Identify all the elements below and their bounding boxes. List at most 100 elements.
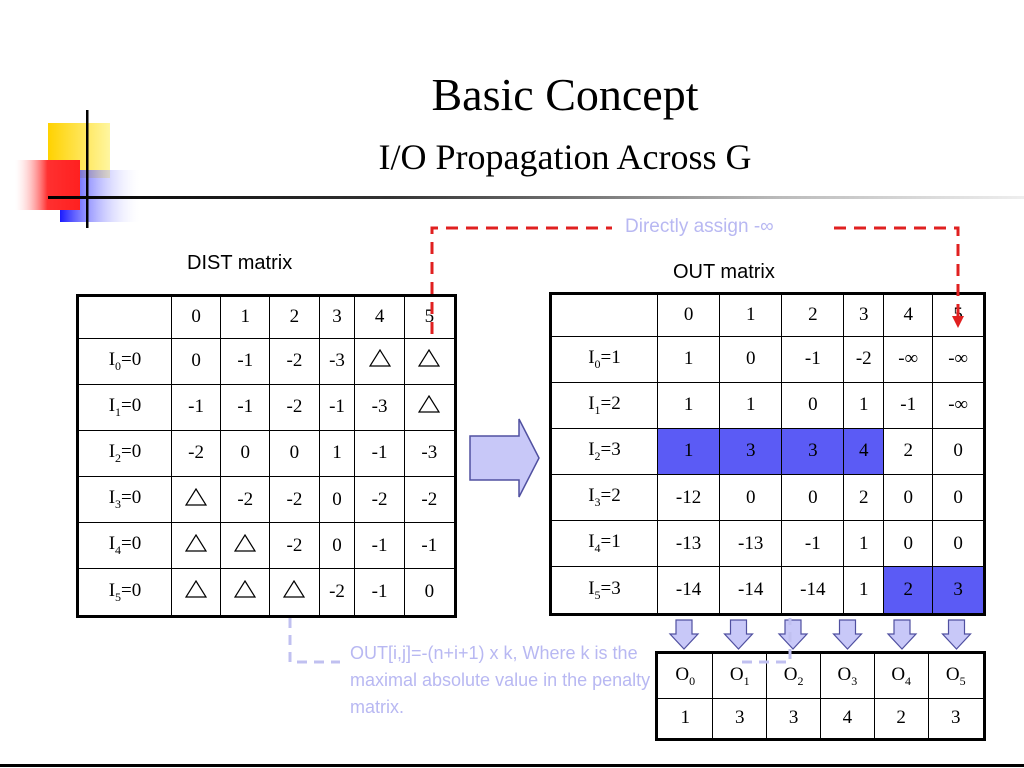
dist-cell: -2 — [220, 475, 271, 524]
slide-bottom-border — [0, 764, 1024, 767]
out-row-label: I4=1 — [550, 520, 658, 568]
out-cell: 0 — [932, 427, 985, 475]
output-value-cell: 4 — [819, 697, 875, 741]
down-arrow — [723, 619, 754, 650]
output-value-cell: 3 — [766, 697, 821, 741]
dist-cell: -1 — [354, 568, 405, 617]
dist-column-header: 0 — [170, 295, 222, 339]
down-arrow — [777, 619, 809, 650]
lavender-dashed-bracket — [288, 618, 792, 664]
dist-row: I4=0△△-20-1-1 — [77, 522, 457, 570]
out-row-label: I5=3 — [550, 566, 658, 615]
dist-matrix-label: DIST matrix — [187, 252, 293, 274]
out-cell: 1 — [843, 566, 885, 615]
dist-cell: 0 — [269, 429, 320, 477]
output-down-arrows — [668, 619, 972, 650]
dist-cell: 0 — [170, 337, 222, 385]
dist-row: I5=0△△△-2-10 — [77, 568, 457, 617]
out-cell: 1 — [656, 381, 721, 429]
dist-cell: △ — [269, 568, 320, 617]
dist-row-label: I0=0 — [77, 337, 172, 385]
out-cell: 1 — [843, 381, 885, 429]
out-cell: 1 — [719, 381, 783, 429]
dist-cell: -2 — [403, 475, 457, 524]
annotation-formula-line-3: matrix. — [350, 697, 404, 717]
dist-row-label: I5=0 — [77, 568, 172, 617]
red-dashed-connector — [430, 226, 964, 334]
out-cell: -1 — [781, 335, 845, 383]
out-cell: 0 — [883, 473, 934, 522]
out-cell: -1 — [883, 381, 934, 429]
out-cell: -∞ — [932, 381, 985, 429]
dist-cell: -3 — [354, 383, 405, 431]
out-cell: 1 — [656, 427, 721, 475]
out-cell: -∞ — [932, 335, 985, 383]
triangle-symbol — [234, 533, 257, 552]
triangle-symbol — [234, 579, 257, 598]
output-label-cell: O2 — [766, 652, 821, 699]
down-arrow — [886, 619, 918, 650]
dist-matrix: 012345I0=00-1-2-3△△I1=0-1-1-2-1-3△I2=0-2… — [76, 294, 457, 618]
propagation-arrow — [469, 418, 540, 498]
dist-cell: -1 — [220, 383, 271, 431]
dist-cell: 0 — [220, 429, 271, 477]
output-value-cell: 2 — [873, 697, 929, 741]
out-cell: 0 — [883, 520, 934, 568]
triangle-symbol — [184, 533, 208, 552]
out-cell: 2 — [843, 473, 885, 522]
output-value-cell: 3 — [712, 697, 768, 741]
dist-cell: △ — [170, 522, 222, 570]
dist-cell: -2 — [269, 383, 320, 431]
dist-cell: -2 — [269, 337, 320, 385]
dist-cell: △ — [170, 475, 222, 524]
out-cell: 0 — [719, 335, 783, 383]
out-cell: -1 — [781, 520, 845, 568]
triangle-symbol — [418, 349, 441, 367]
dist-cell: △ — [354, 337, 405, 385]
dist-cell: 0 — [318, 475, 356, 524]
dist-corner-cell — [77, 295, 172, 339]
dist-cell: -1 — [170, 383, 222, 431]
dist-cell: -1 — [318, 383, 356, 431]
annotation-directly-assign: Directly assign -∞ — [625, 216, 774, 237]
dist-cell: 0 — [318, 522, 356, 570]
dist-column-header: 5 — [403, 295, 457, 339]
slide-subtitle: I/O Propagation Across G — [378, 137, 752, 177]
triangle-symbol — [418, 395, 441, 414]
out-column-header: 3 — [843, 293, 885, 337]
output-label-cell: O1 — [712, 652, 768, 699]
out-row-label: I2=3 — [550, 427, 658, 475]
out-cell: -14 — [781, 566, 845, 615]
output-label-cell: O3 — [819, 652, 875, 699]
dist-cell: -2 — [269, 522, 320, 570]
dist-row-label: I2=0 — [77, 429, 172, 477]
dist-column-header: 4 — [354, 295, 405, 339]
out-column-header: 1 — [719, 293, 783, 337]
out-cell: 0 — [932, 473, 985, 522]
out-column-header: 4 — [883, 293, 934, 337]
dist-cell: 0 — [403, 568, 457, 617]
output-label-cell: O5 — [927, 652, 986, 699]
dist-row-label: I4=0 — [77, 522, 172, 570]
out-cell: 3 — [719, 427, 783, 475]
dist-cell: △ — [403, 337, 457, 385]
triangle-symbol — [283, 579, 306, 598]
down-arrow — [832, 619, 863, 650]
out-cell: 0 — [932, 520, 985, 568]
dist-row: I1=0-1-1-2-1-3△ — [77, 383, 457, 431]
output-value-cell: 1 — [655, 697, 714, 741]
out-cell: -14 — [656, 566, 721, 615]
slide-title: Basic Concept — [431, 69, 699, 120]
dist-column-header: 2 — [269, 295, 320, 339]
